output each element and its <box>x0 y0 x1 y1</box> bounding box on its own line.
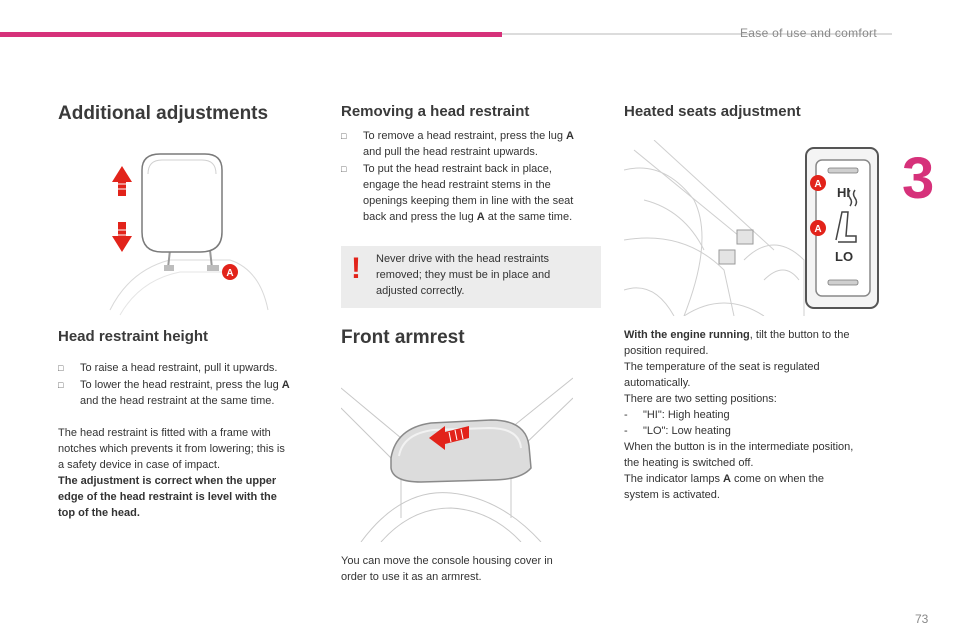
bullet-icon: □ <box>341 164 347 174</box>
heated-line: There are two setting positions: <box>624 393 777 405</box>
switch-lo-label: LO <box>835 249 853 264</box>
bullet-icon: □ <box>341 131 347 141</box>
emphasis-line: top of the head. <box>58 507 140 519</box>
note-line: a safety device in case of impact. <box>58 459 221 471</box>
warning-icon: ! <box>351 252 361 285</box>
page-number: 73 <box>915 612 929 626</box>
head-restraint-height-steps: □ To raise a head restraint, pull it upwa… <box>58 360 328 410</box>
note-line: The head restraint is fitted with a fram… <box>58 427 271 439</box>
header-accent-bar <box>0 32 502 37</box>
head-restraint-height-heading: Head restraint height <box>58 328 209 345</box>
list-item: □ To remove a head restraint, press the l… <box>341 128 606 160</box>
front-armrest-heading: Front armrest <box>341 327 465 348</box>
list-item: □ To raise a head restraint, pull it upwa… <box>58 360 328 376</box>
heated-line: system is activated. <box>624 489 720 501</box>
bullet-icon: □ <box>58 380 64 390</box>
step-text: To raise a head restraint, pull it upwar… <box>80 362 278 374</box>
lamp-lo-label: A <box>814 224 821 235</box>
warning-line: adjusted correctly. <box>376 285 465 297</box>
armrest-illustration <box>341 368 573 542</box>
intro-rest: , tilt the button to the <box>749 329 850 341</box>
removing-head-restraint-heading: Removing a head restraint <box>341 103 530 120</box>
armrest-text: You can move the console housing cover i… <box>341 553 553 585</box>
lug-label: A <box>566 130 574 142</box>
heated-lamps-line: The indicator lamps A come on when the <box>624 471 853 487</box>
warning-text: Never drive with the head restraints rem… <box>376 251 586 299</box>
lug-label: A <box>476 211 485 223</box>
note-line: notches which prevents it from lowering;… <box>58 443 285 455</box>
lamps-post: come on when the <box>731 473 824 485</box>
bullet-icon: □ <box>58 363 64 373</box>
step-text: and pull the head restraint upwards. <box>363 146 538 158</box>
heated-seats-text: With the engine running, tilt the button… <box>624 327 853 503</box>
section-title: Ease of use and comfort <box>740 26 877 40</box>
head-restraint-illustration: A <box>100 140 270 318</box>
warning-line: Never drive with the head restraints <box>376 253 550 265</box>
lug-label: A <box>281 379 290 391</box>
additional-adjustments-heading: Additional adjustments <box>58 103 269 124</box>
step-text: back and press the lug <box>363 211 477 223</box>
heated-line: The temperature of the seat is regulated <box>624 361 820 373</box>
warning-panel: ! Never drive with the head restraints r… <box>341 246 601 308</box>
step-text: To remove a head restraint, press the lu… <box>363 130 566 142</box>
step-text: To put the head restraint back in place, <box>363 163 552 175</box>
armrest-line: order to use it as an armrest. <box>341 571 482 583</box>
lamp-hi-label: A <box>814 179 821 190</box>
heated-line: position required. <box>624 345 709 357</box>
lamps-pre: The indicator lamps <box>624 473 724 485</box>
header-rule <box>502 33 892 35</box>
heated-line: the heating is switched off. <box>624 457 754 469</box>
heated-line: - "HI": High heating <box>624 409 730 421</box>
emphasis-line: edge of the head restraint is level with… <box>58 491 277 503</box>
armrest-line: You can move the console housing cover i… <box>341 555 553 567</box>
warning-line: removed; they must be in place and <box>376 269 551 281</box>
step-text: To lower the head restraint, press the l… <box>80 379 282 391</box>
step-text: openings keeping them in line with the s… <box>363 195 574 207</box>
removing-steps: □ To remove a head restraint, press the l… <box>341 128 606 226</box>
list-item: □ To lower the head restraint, press the … <box>58 377 328 409</box>
list-item: □ To put the head restraint back in place… <box>341 161 606 225</box>
step-text: and the head restraint at the same time. <box>80 395 275 407</box>
heated-line: - "LO": Low heating <box>624 425 731 437</box>
head-restraint-note: The head restraint is fitted with a fram… <box>58 425 285 521</box>
heated-intro-line: With the engine running, tilt the button… <box>624 327 853 343</box>
emphasis-line: The adjustment is correct when the upper <box>58 475 277 487</box>
heated-line: automatically. <box>624 377 691 389</box>
svg-text:A: A <box>226 268 233 279</box>
heated-seats-illustration: HI LO A A <box>624 140 884 316</box>
chapter-number: 3 <box>902 146 935 211</box>
intro-bold: With the engine running <box>624 329 750 341</box>
step-text: engage the head restraint stems in the <box>363 179 551 191</box>
switch-hi-label: HI <box>837 185 850 200</box>
step-text: at the same time. <box>484 211 573 223</box>
lug-label: A <box>723 473 731 485</box>
heated-line: When the button is in the intermediate p… <box>624 441 854 453</box>
heated-seats-heading: Heated seats adjustment <box>624 103 801 120</box>
